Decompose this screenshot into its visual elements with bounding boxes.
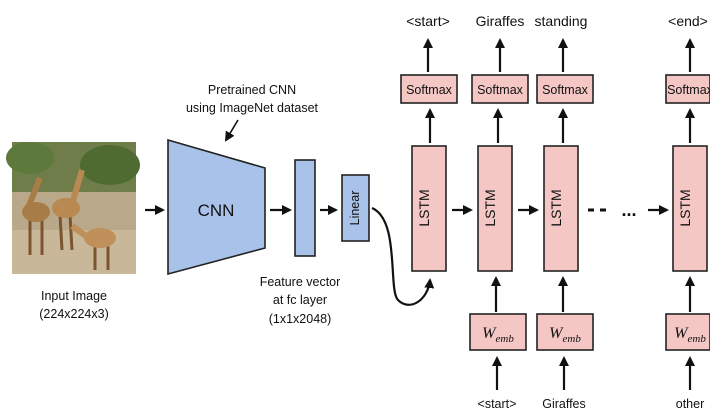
softmax-block-2	[471, 74, 529, 104]
linear-block	[341, 174, 370, 242]
softmax-block-3	[536, 74, 594, 104]
wemb-label-1: Wemb	[482, 325, 514, 345]
input-word-3: other	[676, 397, 705, 411]
lstm-label-3: LSTM	[548, 189, 564, 226]
softmax-label-4: Softmax	[667, 83, 710, 97]
feature-vector-block	[294, 159, 316, 257]
lstm-block-2	[477, 145, 513, 272]
softmax-label-1: Softmax	[406, 83, 453, 97]
softmax-block-4	[665, 74, 710, 104]
lstm-block-1	[411, 145, 447, 272]
output-word-4: <end>	[668, 13, 708, 29]
feature-label-line2: at fc layer	[273, 293, 327, 307]
output-word-2: Giraffes	[476, 13, 525, 29]
ellipsis: ...	[621, 200, 636, 220]
pretrained-annotation-arrow	[224, 119, 239, 142]
arrow-linear-to-lstm1	[371, 206, 435, 306]
lstm-block-4	[672, 145, 708, 272]
lstm-label-4: LSTM	[677, 189, 693, 226]
lstm-label-1: LSTM	[416, 189, 432, 226]
wemb-block-3	[665, 313, 710, 351]
cnn-label: CNN	[198, 201, 235, 220]
lstm-block-3	[543, 145, 579, 272]
input-image-size: (224x224x3)	[39, 307, 109, 321]
linear-label: Linear	[348, 191, 362, 226]
input-word-1: <start>	[478, 397, 517, 411]
wemb-block-1	[469, 313, 527, 351]
output-word-3: standing	[535, 13, 588, 29]
input-image-label: Input Image	[41, 289, 107, 303]
wemb-label-3: Wemb	[674, 325, 706, 345]
feature-label-line3: (1x1x2048)	[269, 312, 332, 326]
feature-label-line1: Feature vector	[260, 275, 341, 289]
wemb-label-2: Wemb	[549, 325, 581, 345]
wemb-block-2	[536, 313, 594, 351]
cnn-block	[167, 138, 266, 276]
softmax-label-2: Softmax	[477, 83, 524, 97]
pretrained-annotation-line2: using ImageNet dataset	[186, 101, 319, 115]
softmax-block-1	[400, 74, 458, 104]
input-word-2: Giraffes	[542, 397, 586, 411]
input-image	[6, 142, 140, 274]
pretrained-annotation-line1: Pretrained CNN	[208, 83, 296, 97]
lstm-label-2: LSTM	[482, 189, 498, 226]
softmax-label-3: Softmax	[542, 83, 589, 97]
output-word-1: <start>	[406, 13, 450, 29]
